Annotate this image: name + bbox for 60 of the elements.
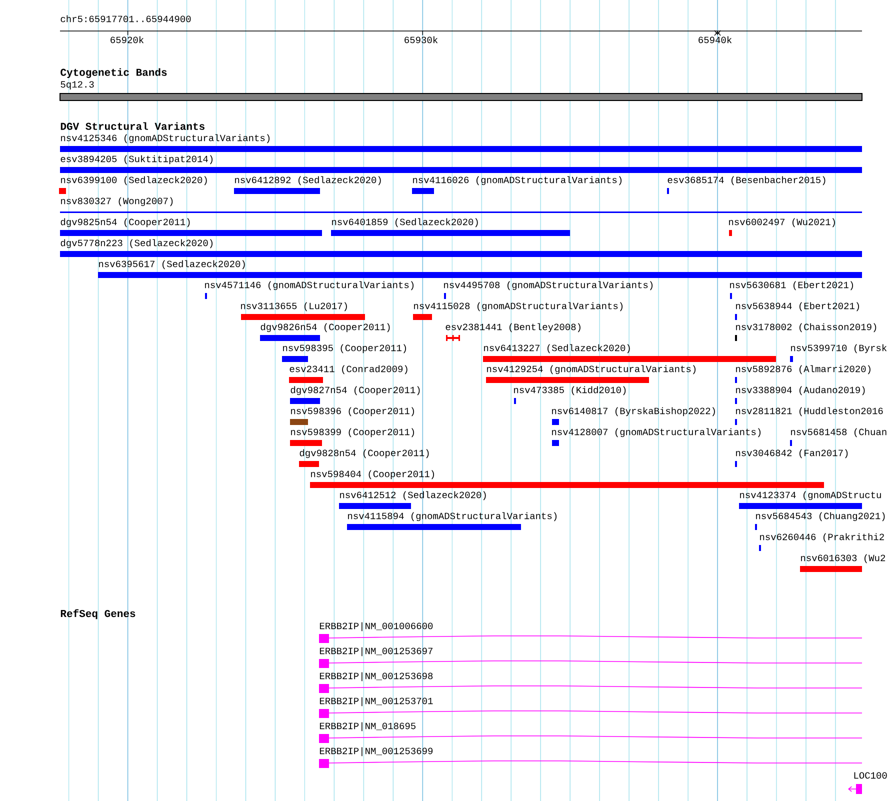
feature-label: nsv4495708 (gnomADStructuralVariants) xyxy=(444,281,653,290)
feature-label: nsv6412512 (Sedlazeck2020) xyxy=(340,491,486,500)
feature-label: nsv6260446 (Prakrithi2 xyxy=(760,533,884,542)
feature-label: nsv598396 (Cooper2011) xyxy=(291,407,414,416)
feature-label: nsv3113655 (Lu2017) xyxy=(241,302,347,312)
gene-label: ERBB2IP|NM_001006600 xyxy=(320,622,433,632)
feature-label: nsv4129254 (gnomADStructuralVariants) xyxy=(487,365,696,374)
feature-label: nsv4125346 (gnomADStructuralVariants) xyxy=(61,134,270,144)
feature-label: nsv4115894 (gnomADStructuralVariants) xyxy=(348,512,557,522)
feature-label: chr5:65917701..65944900 xyxy=(60,15,191,22)
feature-label: nsv6395617 (Sedlazeck2020) xyxy=(99,260,245,270)
feature-label: nsv4116026 (gnomADStructuralVariants) xyxy=(413,176,622,186)
gene-label: ERBB2IP|NM_018695 xyxy=(320,722,416,732)
gene-label: LOC100 xyxy=(854,772,887,779)
feature-label: esv2381441 (Bentley2008) xyxy=(446,323,580,332)
gene-label: ERBB2IP|NM_001253701 xyxy=(320,697,433,706)
feature-label: esv23411 (Conrad2009) xyxy=(290,365,408,374)
feature-label: dgv9826n54 (Cooper2011) xyxy=(260,323,390,332)
feature-label: nsv3388904 (Audano2019) xyxy=(736,386,865,396)
tick-label: 65940k xyxy=(698,36,732,44)
feature-label: nsv4123374 (gnomADStructu xyxy=(740,491,881,500)
feature-label: nsv830327 (Wong2007) xyxy=(61,197,173,206)
tick-label: 65930k xyxy=(404,36,438,44)
feature-label: dgv9827n54 (Cooper2011) xyxy=(290,386,420,396)
feature-label: dgv9825n54 (Cooper2011) xyxy=(60,218,190,228)
feature-label: esv3685174 (Besenbacher2015) xyxy=(668,176,826,186)
feature-label: nsv6016303 (Wu2 xyxy=(801,554,886,564)
feature-label: nsv6140817 (ByrskaBishop2022) xyxy=(552,407,715,416)
gene-label: ERBB2IP|NM_001253697 xyxy=(320,647,432,656)
feature-label: nsv5684543 (Chuang2021) xyxy=(756,512,885,522)
feature-label: nsv4128007 (gnomADStructuralVariants) xyxy=(552,428,761,438)
track-title: RefSeq Genes xyxy=(60,609,136,620)
feature-label: nsv6412892 (Sedlazeck2020) xyxy=(235,176,381,186)
feature-label: nsv598395 (Cooper2011) xyxy=(283,344,406,354)
feature-label: nsv598404 (Cooper2011) xyxy=(311,470,434,480)
feature-label: esv3894205 (Suktitipat2014) xyxy=(60,155,213,164)
feature-label: nsv3178002 (Chaisson2019) xyxy=(736,323,876,332)
feature-label: nsv5892876 (Almarri2020) xyxy=(736,365,870,374)
feature-label: nsv6399100 (Sedlazeck2020) xyxy=(61,176,207,186)
feature-label: nsv4571146 (gnomADStructuralVariants) xyxy=(205,281,414,290)
feature-label: dgv9828n54 (Cooper2011) xyxy=(300,449,429,458)
gene-label: ERBB2IP|NM_001253698 xyxy=(320,672,433,682)
feature-label: nsv5681458 (Chuan xyxy=(791,428,886,438)
feature-label: 5q12.3 xyxy=(60,81,94,90)
feature-label: nsv598399 (Cooper2011) xyxy=(291,428,414,438)
track-title: Cytogenetic Bands xyxy=(60,68,167,78)
feature-label: nsv5399710 (Byrsk xyxy=(791,344,887,354)
feature-label: nsv3046842 (Fan2017) xyxy=(736,449,848,458)
feature-label: nsv6002497 (Wu2021) xyxy=(729,218,835,228)
feature-label: nsv473385 (Kidd2010) xyxy=(514,386,626,396)
feature-label: nsv6401859 (Sedlazeck2020) xyxy=(332,218,478,228)
feature-label: dgv5778n223 (Sedlazeck2020) xyxy=(60,239,213,248)
feature-label: nsv5630681 (Ebert2021) xyxy=(730,281,854,290)
feature-label: nsv2811821 (Huddleston2016 xyxy=(736,407,883,416)
feature-label: nsv6413227 (Sedlazeck2020) xyxy=(484,344,630,354)
track-title: DGV Structural Variants xyxy=(60,122,204,130)
tick-label: 65920k xyxy=(110,36,144,44)
gene-label: ERBB2IP|NM_001253699 xyxy=(320,747,433,756)
feature-label: nsv5638944 (Ebert2021) xyxy=(736,302,860,312)
feature-label: nsv4115028 (gnomADStructuralVariants) xyxy=(414,302,623,312)
